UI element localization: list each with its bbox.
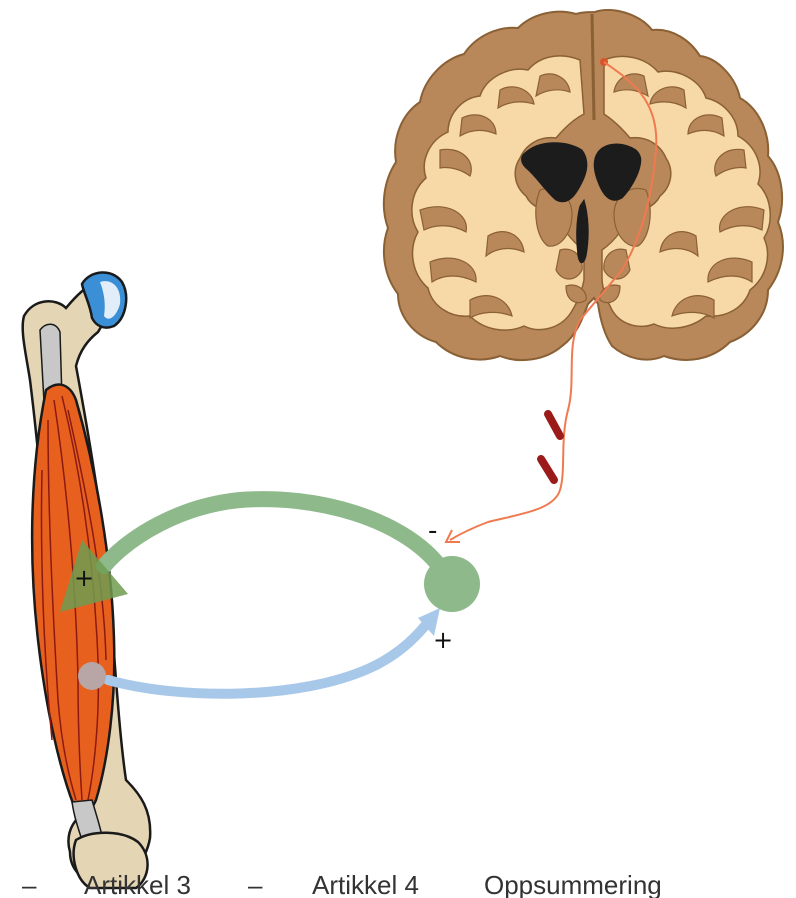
- nav-item-oppsummering[interactable]: Oppsummering: [484, 872, 662, 898]
- brain-coronal-section: [384, 10, 783, 360]
- lesion-mark-upper: [548, 414, 560, 436]
- muscle-spindle: [78, 662, 106, 690]
- reflex-loop: [60, 499, 480, 694]
- inhibition-sign: -: [428, 518, 437, 544]
- brain-fissure: [592, 14, 594, 120]
- lesion-mark-lower: [541, 459, 554, 480]
- excitation-sign-muscle: +: [74, 566, 94, 590]
- afferent-pathway: [108, 622, 428, 694]
- nav-item-artikkel-4[interactable]: Artikkel 4: [312, 872, 419, 898]
- nav-bullet: –: [248, 872, 262, 898]
- efferent-pathway: [104, 499, 436, 566]
- excitation-sign-neuron: +: [433, 628, 453, 652]
- motor-neuron: [424, 556, 480, 612]
- slide-nav-strip: – Artikkel 3 – Artikkel 4 Oppsummering: [0, 872, 796, 898]
- nav-item-artikkel-3[interactable]: Artikkel 3: [84, 872, 191, 898]
- nav-bullet: –: [22, 872, 36, 898]
